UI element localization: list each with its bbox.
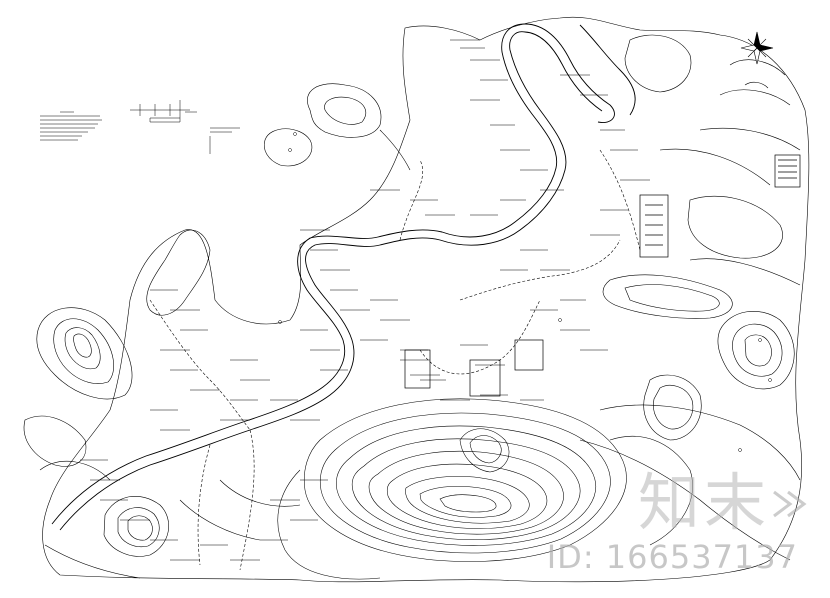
east-hills (602, 195, 795, 441)
legend-block (40, 100, 240, 154)
watermark-id: ID: 166537137 (546, 538, 798, 576)
building-blocks (404, 154, 801, 397)
site-boundary (42, 16, 810, 583)
central-mountain-contours (277, 398, 693, 580)
southwest-contours (39, 460, 301, 579)
northeast-terrain (579, 34, 801, 561)
knoll-upper (263, 83, 411, 171)
west-ridge (23, 229, 211, 467)
watermark-logo-icon (773, 490, 807, 518)
secondary-roads (149, 149, 641, 571)
left-hill-contours (36, 307, 133, 400)
watermark-brand: 知末 (637, 466, 770, 539)
north-arrow-icon (740, 31, 774, 65)
annotation-labels (80, 39, 650, 561)
small-marks (278, 132, 772, 452)
main-road (51, 23, 636, 531)
lower-left-hill (103, 496, 169, 557)
